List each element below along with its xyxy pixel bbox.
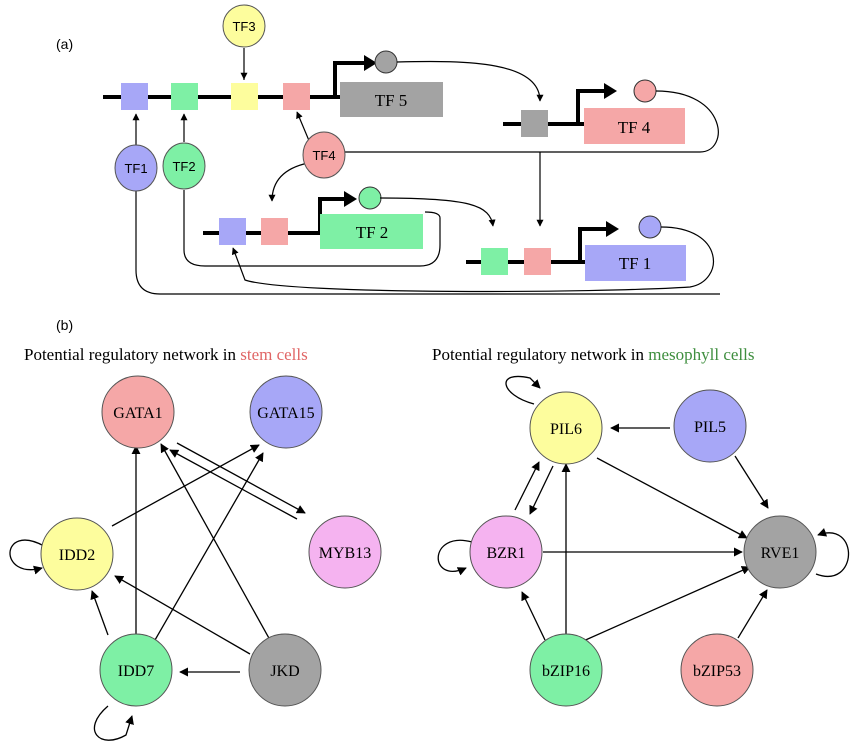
gene-box-tf2 — [320, 214, 423, 249]
gene-label-tf1: TF 1 — [619, 254, 652, 273]
panel-a-label: (a) — [56, 36, 73, 52]
svg-text:JKD: JKD — [270, 663, 299, 680]
svg-text:TF1: TF1 — [124, 161, 147, 176]
protein-tf4 — [633, 79, 657, 103]
tf-badge-tf4: TF4 — [302, 131, 346, 179]
regulation-arrows — [132, 48, 720, 295]
mesophyll-edges — [437, 375, 850, 643]
svg-text:BZR1: BZR1 — [486, 545, 525, 562]
gene-tf5: TF 5 — [103, 50, 443, 117]
svg-text:TF3: TF3 — [232, 19, 255, 34]
gene-label-tf5: TF 5 — [375, 91, 408, 110]
gene-tf2: TF 2 — [203, 186, 423, 249]
svg-text:GATA15: GATA15 — [257, 405, 314, 422]
stem-node-gata15: GATA15 — [249, 375, 323, 449]
svg-text:PIL6: PIL6 — [550, 421, 582, 438]
binding-site-tf4 — [261, 218, 288, 245]
gene-box-tf5 — [340, 82, 443, 117]
svg-text:PIL5: PIL5 — [694, 419, 726, 436]
tf-badge-tf2: TF2 — [162, 142, 206, 190]
svg-text:bZIP53: bZIP53 — [693, 663, 741, 680]
gene-box-tf1 — [585, 245, 686, 281]
stem-network-title: Potential regulatory network in stem cel… — [24, 345, 308, 364]
promoter-arrow — [333, 61, 368, 97]
panel-b: (b) Potential regulatory network in stem… — [9, 317, 850, 741]
binding-site-tf2 — [481, 248, 508, 275]
mesophyll-node-bzr1: BZR1 — [469, 515, 543, 589]
protein-tf1 — [638, 215, 662, 239]
panel-b-label: (b) — [56, 317, 73, 333]
svg-text:TF4: TF4 — [312, 148, 335, 163]
gene-box-tf4 — [584, 108, 685, 144]
stem-node-jkd: JKD — [248, 633, 322, 707]
mesophyll-node-pil6: PIL6 — [529, 391, 603, 465]
svg-text:RVE1: RVE1 — [761, 545, 800, 562]
svg-text:IDD2: IDD2 — [59, 547, 95, 564]
protein-tf2 — [358, 186, 382, 210]
binding-site-tf5 — [521, 110, 548, 137]
binding-site-tf1 — [121, 83, 148, 110]
protein-tf5 — [374, 50, 398, 74]
svg-text:IDD7: IDD7 — [118, 663, 154, 680]
binding-site-tf4 — [283, 83, 310, 110]
svg-text:MYB13: MYB13 — [319, 545, 371, 562]
gene-label-tf2: TF 2 — [356, 223, 389, 242]
mesophyll-node-pil5: PIL5 — [673, 389, 747, 463]
tf-badge-tf3: TF3 — [222, 4, 266, 48]
panel-a: (a) TF 5 TF 4 — [56, 4, 720, 295]
tf-badge-tf1: TF1 — [114, 144, 158, 192]
stem-edges — [9, 442, 306, 741]
promoter-arrow — [576, 89, 608, 124]
stem-node-gata1: GATA1 — [101, 375, 175, 449]
binding-site-tf3 — [231, 83, 258, 110]
stem-node-myb13: MYB13 — [308, 515, 382, 589]
mesophyll-node-rve1: RVE1 — [743, 515, 817, 589]
mesophyll-node-bzip16: bZIP16 — [529, 633, 603, 707]
promoter-arrow — [578, 227, 610, 262]
mesophyll-node-bzip53: bZIP53 — [680, 633, 754, 707]
stem-node-idd2: IDD2 — [40, 517, 114, 591]
binding-site-tf1 — [219, 218, 246, 245]
binding-site-tf2 — [171, 83, 198, 110]
gene-tf4: TF 4 — [503, 79, 685, 144]
binding-site-tf4 — [524, 248, 551, 275]
stem-node-idd7: IDD7 — [99, 633, 173, 707]
mesophyll-network-title: Potential regulatory network in mesophyl… — [432, 345, 754, 364]
gene-tf1: TF 1 — [466, 215, 686, 281]
svg-text:bZIP16: bZIP16 — [542, 663, 590, 680]
svg-text:TF2: TF2 — [172, 159, 195, 174]
svg-text:GATA1: GATA1 — [113, 405, 162, 422]
gene-label-tf4: TF 4 — [618, 118, 651, 137]
